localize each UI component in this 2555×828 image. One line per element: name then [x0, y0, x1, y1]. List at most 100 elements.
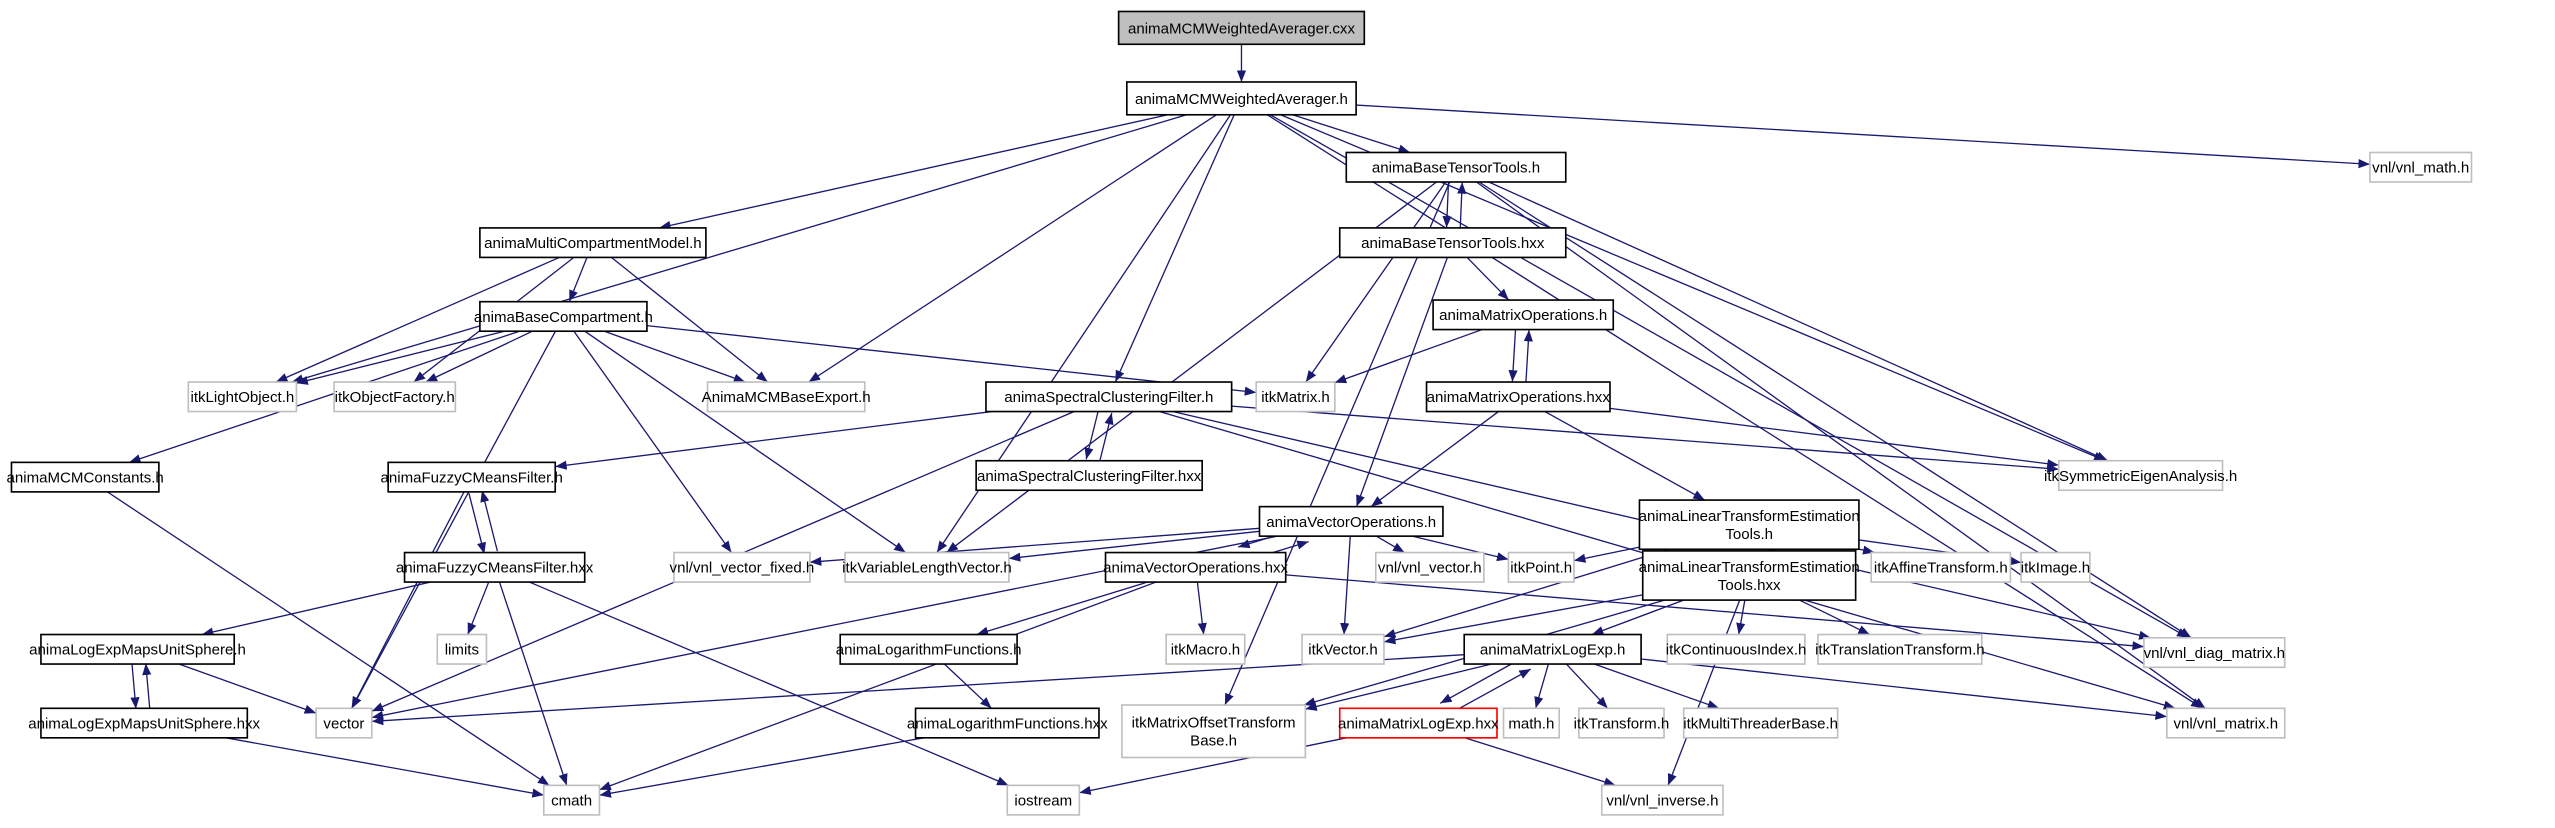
edge-vohxx-to-diag [1285, 574, 2144, 651]
node-ci: itkContinuousIndex.h [1666, 633, 1806, 665]
node-box [403, 551, 586, 583]
node-box [1258, 505, 1444, 537]
node-mat: itkMatrix.h [1255, 381, 1336, 413]
node-lfhxx[interactable]: animaLogarithmFunctions.hxx [907, 707, 1108, 739]
node-box [1463, 633, 1642, 665]
node-label: animaVectorOperations.hxx [1103, 560, 1288, 577]
edge-bc-to-vlv [584, 330, 906, 554]
node-label: animaLogExpMapsUnitSphere.h [29, 642, 246, 659]
edge-mcm-to-lo [275, 256, 560, 383]
edge-bc-to-exp [604, 330, 746, 383]
node-fcm[interactable]: animaFuzzyCMeansFilter.h [380, 461, 563, 493]
edge-ltehxx-to-vec [1383, 594, 1643, 645]
node-box [985, 381, 1233, 413]
edge-wa-to-btt [1292, 114, 1411, 154]
node-cxx: animaMCMWeightedAverager.cxx [1117, 10, 1366, 46]
node-cmath: cmath [542, 784, 601, 816]
node-label: itkPoint.h [1510, 560, 1572, 577]
edge-lfhxx-to-cmath [599, 737, 924, 798]
node-label: itkTransform.h [1574, 715, 1670, 732]
node-label: animaMatrixLogExp.h [1480, 642, 1626, 659]
node-exp: AnimaMCMBaseExport.h [702, 381, 871, 413]
node-ios: iostream [1006, 784, 1081, 816]
node-label: math.h [1508, 715, 1554, 732]
node-box [40, 633, 236, 665]
node-vector: vector [315, 707, 373, 739]
node-label: animaLogExpMapsUnitSphere.hxx [28, 715, 260, 732]
edge-vo-to-vnlvec [1376, 535, 1405, 554]
node-box [333, 381, 457, 413]
node-bc[interactable]: animaBaseCompartment.h [474, 300, 653, 333]
node-label: animaLinearTransformEstimation [1639, 559, 1860, 576]
node-mcm[interactable]: animaMultiCompartmentModel.h [479, 227, 707, 259]
node-wa[interactable]: animaMCMWeightedAverager.h [1126, 81, 1357, 116]
edge-schxx-to-scf [1098, 412, 1114, 463]
node-fcmhxx[interactable]: animaFuzzyCMeansFilter.hxx [396, 551, 594, 583]
node-pt: itkPoint.h [1507, 551, 1575, 583]
node-label: itkObjectFactory.h [335, 389, 455, 406]
node-box [1338, 227, 1567, 259]
edge-ltehxx-to-ci [1736, 599, 1746, 635]
node-btt[interactable]: animaBaseTensorTools.h [1345, 151, 1567, 183]
node-mlehxx[interactable]: animaMatrixLogExp.hxx [1338, 707, 1499, 739]
edge-ltehxx-to-tt [1799, 599, 1871, 636]
node-box [1578, 707, 1665, 739]
node-lems[interactable]: animaLogExpMapsUnitSphere.h [29, 633, 246, 665]
node-schxx[interactable]: animaSpectralClusteringFilter.hxx [975, 459, 1203, 492]
edge-wa-to-mcm [659, 114, 1168, 230]
node-scf[interactable]: animaSpectralClusteringFilter.h [985, 381, 1233, 413]
edge-vohxx-to-lf [976, 581, 1148, 636]
node-btthxx[interactable]: animaBaseTensorTools.hxx [1338, 227, 1567, 259]
node-box [1432, 299, 1615, 331]
node-vlv: itkVariableLengthVector.h [842, 551, 1012, 583]
node-label: itkVariableLengthVector.h [842, 560, 1012, 577]
node-box [1165, 633, 1246, 665]
node-box [387, 461, 557, 493]
node-const[interactable]: animaMCMConstants.h [7, 461, 164, 493]
node-box [187, 381, 298, 413]
node-box [1502, 707, 1561, 739]
node-label: vnl/vnl_inverse.h [1606, 793, 1718, 810]
edge-vohxx-to-mac [1196, 581, 1207, 635]
node-label: itkImage.h [2021, 560, 2090, 577]
node-box [40, 707, 249, 739]
node-box [1641, 550, 1857, 601]
node-box [10, 461, 160, 493]
node-label: vnl/vnl_matrix.h [2174, 715, 2279, 732]
node-vohxx[interactable]: animaVectorOperations.hxx [1103, 551, 1289, 583]
edge-mlehxx-to-inv [1464, 737, 1616, 787]
edge-fcmhxx-to-lim [467, 581, 490, 635]
node-box [1425, 381, 1611, 413]
edge-btt-to-motb [1224, 181, 1451, 706]
edge-mle-to-vmat [1641, 658, 2167, 720]
node-mle[interactable]: animaMatrixLogExp.h [1463, 633, 1642, 665]
node-box [1600, 784, 1724, 816]
edge-ltehxx-to-mle [1591, 599, 1684, 636]
edge-mohxx-to-sea [1609, 407, 2059, 469]
node-box [542, 784, 601, 816]
node-mohxx[interactable]: animaMatrixOperations.hxx [1425, 381, 1611, 413]
node-tr: itkTransform.h [1574, 707, 1670, 739]
node-vo[interactable]: animaVectorOperations.h [1258, 505, 1444, 537]
edge-lems-to-vector [178, 663, 317, 714]
edge-const-to-cmath [107, 491, 550, 786]
node-mo[interactable]: animaMatrixOperations.h [1432, 299, 1615, 331]
node-label: animaMatrixLogExp.hxx [1338, 715, 1499, 732]
edge-wa-to-scf [1114, 114, 1235, 383]
node-box [914, 707, 1100, 739]
node-lim: limits [436, 633, 488, 665]
node-lemshxx[interactable]: animaLogExpMapsUnitSphere.hxx [28, 707, 260, 739]
edge-btt-to-sea [1488, 181, 2109, 462]
node-label: animaLogarithmFunctions.h [836, 642, 1022, 659]
node-mtb: itkMultiThreaderBase.h [1682, 707, 1839, 739]
node-label: animaBaseCompartment.h [474, 309, 653, 326]
node-box [1255, 381, 1336, 413]
edge-bc-to-const [128, 330, 520, 464]
node-tt: itkTranslationTransform.h [1815, 633, 1985, 665]
edge-mcm-to-bc [568, 257, 588, 302]
edge-mle-to-mlehxx [1439, 658, 1521, 704]
edge-mohxx-to-vo [1370, 411, 1499, 508]
node-lf[interactable]: animaLogarithmFunctions.h [836, 633, 1022, 665]
